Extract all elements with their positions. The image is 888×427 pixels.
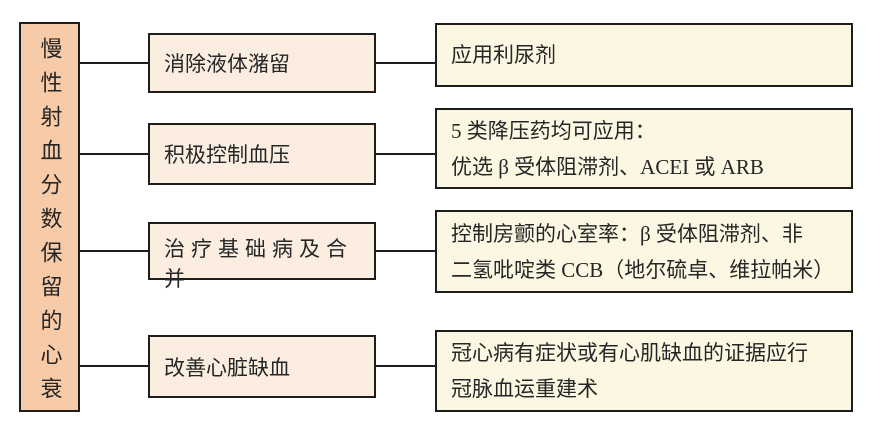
detail-node-revascularization: 冠心病有症状或有心肌缺血的证据应行 冠脉血运重建术 bbox=[435, 330, 853, 412]
connector-root-to-category-2 bbox=[79, 153, 148, 155]
root-node-hfpef: 慢性射血分数保留的心衰 bbox=[19, 22, 80, 412]
category-node-underlying-disease: 治疗基础病及合并 - bbox=[148, 222, 376, 291]
category-node-fluid-retention: 消除液体潴留 bbox=[148, 33, 376, 93]
connector-root-to-category-1 bbox=[79, 62, 148, 64]
detail-node-diuretics: 应用利尿剂 bbox=[435, 23, 853, 87]
detail-node-antihypertensives-line-1: 5 类降压药均可应用： bbox=[451, 118, 656, 143]
detail-node-diuretics-line-1: 应用利尿剂 bbox=[451, 43, 556, 67]
detail-node-af-rate-control-line-1: 控制房颤的心室率：β 受体阻滞剂、非 bbox=[451, 221, 803, 246]
detail-node-af-rate-control: 控制房颤的心室率：β 受体阻滞剂、非 二氢吡啶类 CCB（地尔硫卓、维拉帕米） bbox=[435, 210, 853, 293]
detail-node-af-rate-control-line-2: 二氢吡啶类 CCB（地尔硫卓、维拉帕米） bbox=[451, 257, 835, 282]
detail-node-antihypertensives: 5 类降压药均可应用： 优选 β 受体阻滞剂、ACEI 或 ARB bbox=[435, 108, 853, 189]
connector-root-to-category-3 bbox=[79, 250, 148, 252]
category-node-fluid-retention-label: 消除液体潴留 bbox=[164, 52, 290, 76]
category-node-blood-pressure: 积极控制血压 bbox=[148, 123, 376, 185]
connector-category-4-to-detail-4 bbox=[376, 365, 435, 367]
category-node-cardiac-ischemia: 改善心脏缺血 bbox=[148, 335, 376, 398]
category-node-underlying-disease-label: 治疗基础病及合并 bbox=[164, 237, 353, 291]
detail-node-revascularization-line-1: 冠心病有症状或有心肌缺血的证据应行 bbox=[451, 341, 808, 365]
connector-category-3-to-detail-3 bbox=[376, 250, 435, 252]
category-node-underlying-disease-stray-mark: - bbox=[168, 262, 172, 274]
connector-category-1-to-detail-1 bbox=[376, 62, 435, 64]
category-node-cardiac-ischemia-label: 改善心脏缺血 bbox=[164, 355, 290, 380]
category-node-blood-pressure-label: 积极控制血压 bbox=[164, 143, 290, 167]
detail-node-revascularization-line-2: 冠脉血运重建术 bbox=[451, 377, 598, 401]
root-node-label: 慢性射血分数保留的心衰 bbox=[37, 37, 63, 411]
detail-node-antihypertensives-line-2: 优选 β 受体阻滞剂、ACEI 或 ARB bbox=[451, 154, 764, 179]
connector-root-to-category-4 bbox=[79, 365, 148, 367]
connector-category-2-to-detail-2 bbox=[376, 153, 435, 155]
